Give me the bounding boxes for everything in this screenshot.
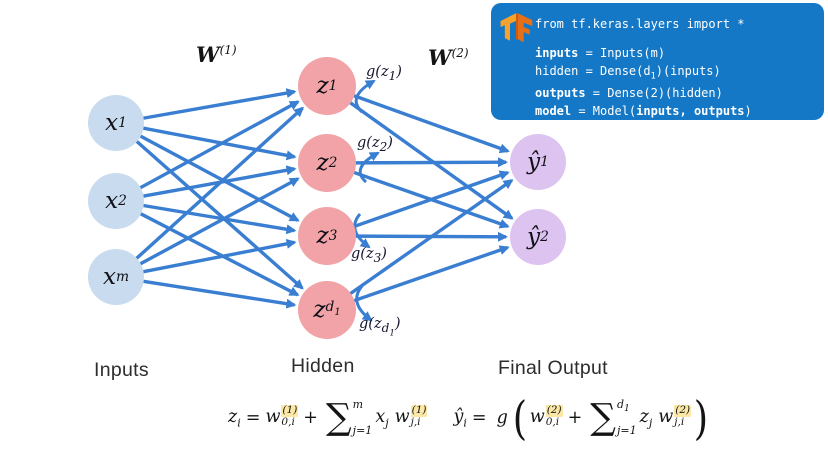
edge-xm-z1 (134, 106, 305, 261)
code-line-2: hidden = Dense(d1)(inputs) (535, 63, 721, 81)
code-line-4: model = Model(inputs, outputs) (535, 103, 752, 118)
activation-arrow-z3 (353, 213, 371, 249)
edge-xm-zd1 (141, 279, 297, 309)
activation-arrow-zd1 (355, 285, 373, 322)
edge-x1-z2 (141, 126, 297, 161)
tensorflow-logo-icon (500, 13, 533, 43)
edge-x2-zd1 (138, 211, 300, 297)
weight-label-w1: W(1) (196, 42, 237, 67)
edge-zd1-yhat2 (351, 245, 510, 303)
edge-x2-z3 (141, 203, 297, 235)
activation-arrow-z1 (354, 79, 376, 114)
edge-x1-z1 (141, 88, 297, 121)
edge-xm-z3 (141, 238, 297, 274)
activation-arrow-z2 (358, 151, 380, 184)
edge-x2-z1 (138, 100, 300, 191)
activation-label-g-z3: g(z3) (351, 246, 387, 265)
edge-z2-yhat1 (353, 157, 509, 168)
activation-label-g-z2: g(z2) (357, 135, 393, 154)
layer-label-inputs: Inputs (94, 359, 149, 381)
edge-x1-zd1 (134, 138, 304, 290)
edge-x1-z3 (138, 133, 300, 222)
layer-label-final-output: Final Output (498, 357, 608, 379)
code-line-1: inputs = Inputs(m) (535, 46, 666, 60)
code-body-lines: inputs = Inputs(m) hidden = Dense(d1)(inp… (535, 45, 752, 120)
edge-z1-yhat1 (351, 93, 510, 154)
code-line-3: outputs = Dense(2)(hidden) (535, 86, 723, 101)
edge-zd1-yhat1 (348, 178, 514, 296)
layer-label-hidden: Hidden (291, 355, 355, 377)
activation-label-g-z1: g(z1) (366, 64, 402, 83)
code-import-line: from tf.keras.layers import * (535, 17, 745, 31)
activation-label-g-zd1: g(zd1) (359, 316, 401, 339)
code-panel: from tf.keras.layers import * inputs = I… (491, 3, 824, 120)
edge-xm-z2 (138, 177, 300, 267)
weight-label-w2: W(2) (428, 45, 469, 70)
edge-z3-yhat1 (351, 170, 510, 229)
